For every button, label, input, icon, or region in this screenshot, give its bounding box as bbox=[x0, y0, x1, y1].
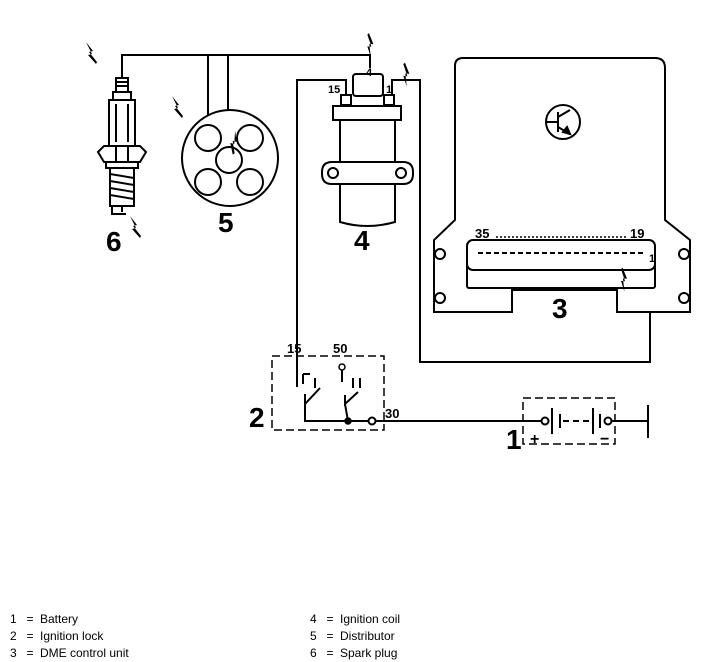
terminal-lock-30: 30 bbox=[385, 406, 399, 421]
terminal-lock-15: 15 bbox=[287, 341, 301, 356]
label-lock-number: 2 bbox=[249, 402, 265, 433]
label-distributor-number: 5 bbox=[218, 207, 234, 238]
legend-item-ignition-lock: 2=Ignition lock bbox=[10, 629, 104, 643]
wire-plug-to-coil bbox=[121, 54, 371, 78]
terminal-lock-50: 50 bbox=[333, 341, 347, 356]
legend-item-distributor: 5=Distributor bbox=[310, 629, 395, 643]
legend-right-column: 4=Ignition coil 5=Distributor 6=Spark pl… bbox=[310, 611, 400, 662]
legend-item-dme-control-unit: 3=DME control unit bbox=[10, 646, 129, 660]
wire-coil1-to-dme bbox=[391, 79, 651, 363]
battery-minus-sign: − bbox=[600, 431, 609, 448]
terminal-coil-1: 1 bbox=[386, 84, 392, 96]
terminal-coil-4: 4 bbox=[366, 67, 373, 79]
battery-icon bbox=[522, 397, 616, 445]
wire-coil15-to-lock bbox=[296, 79, 347, 380]
spark-bolt-icon bbox=[130, 216, 141, 238]
terminal-dme-19: 19 bbox=[630, 226, 644, 241]
distributor-icon bbox=[181, 109, 279, 207]
label-coil-number: 4 bbox=[354, 225, 370, 256]
battery-plus-sign: + bbox=[530, 431, 539, 448]
spark-bolt-icon bbox=[360, 32, 379, 58]
terminal-coil-15: 15 bbox=[328, 84, 340, 96]
terminal-dme-1: 1 bbox=[649, 253, 655, 265]
transistor-icon bbox=[545, 104, 581, 140]
label-dme-number: 3 bbox=[552, 293, 568, 324]
ignition-coil-icon bbox=[321, 73, 414, 227]
legend-left-column: 1=Battery 2=Ignition lock 3=DME control … bbox=[10, 611, 129, 662]
terminal-dme-35: 35 bbox=[475, 226, 489, 241]
spark-plug-icon bbox=[96, 77, 148, 215]
label-spark-plug-number: 6 bbox=[106, 226, 122, 257]
legend-item-spark-plug: 6=Spark plug bbox=[310, 646, 398, 660]
legend-item-ignition-coil: 4=Ignition coil bbox=[310, 612, 401, 626]
ignition-lock-icon bbox=[271, 355, 385, 431]
spark-bolt-icon bbox=[86, 42, 97, 64]
legend-item-battery: 1=Battery bbox=[10, 612, 79, 626]
battery-right-lead bbox=[608, 405, 649, 438]
label-battery-number: 1 bbox=[506, 424, 522, 455]
spark-bolt-icon bbox=[172, 96, 183, 118]
dme-control-unit-icon bbox=[433, 57, 691, 313]
spark-bolt-icon bbox=[396, 62, 415, 87]
